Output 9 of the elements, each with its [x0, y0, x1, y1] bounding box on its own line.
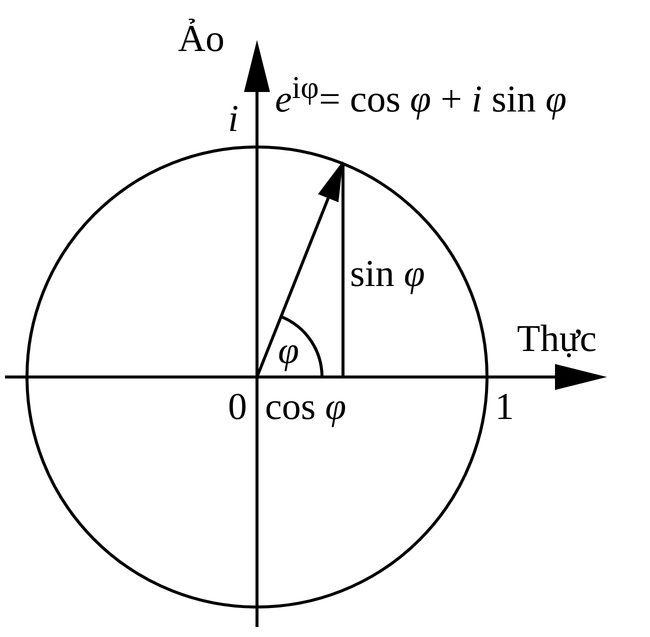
origin-label: 0 [228, 388, 247, 426]
axis-label: Thực [517, 320, 597, 358]
angle-label: φ [278, 332, 300, 370]
tick-label: i [228, 100, 239, 138]
segment-label: cos φ [265, 388, 346, 426]
tick-label: 1 [495, 388, 514, 426]
formula: e$^{iφ}$= cos φ + i sin φ [275, 72, 566, 119]
segment-label: sin φ [350, 255, 425, 293]
axis-label: Ảo [178, 20, 224, 58]
